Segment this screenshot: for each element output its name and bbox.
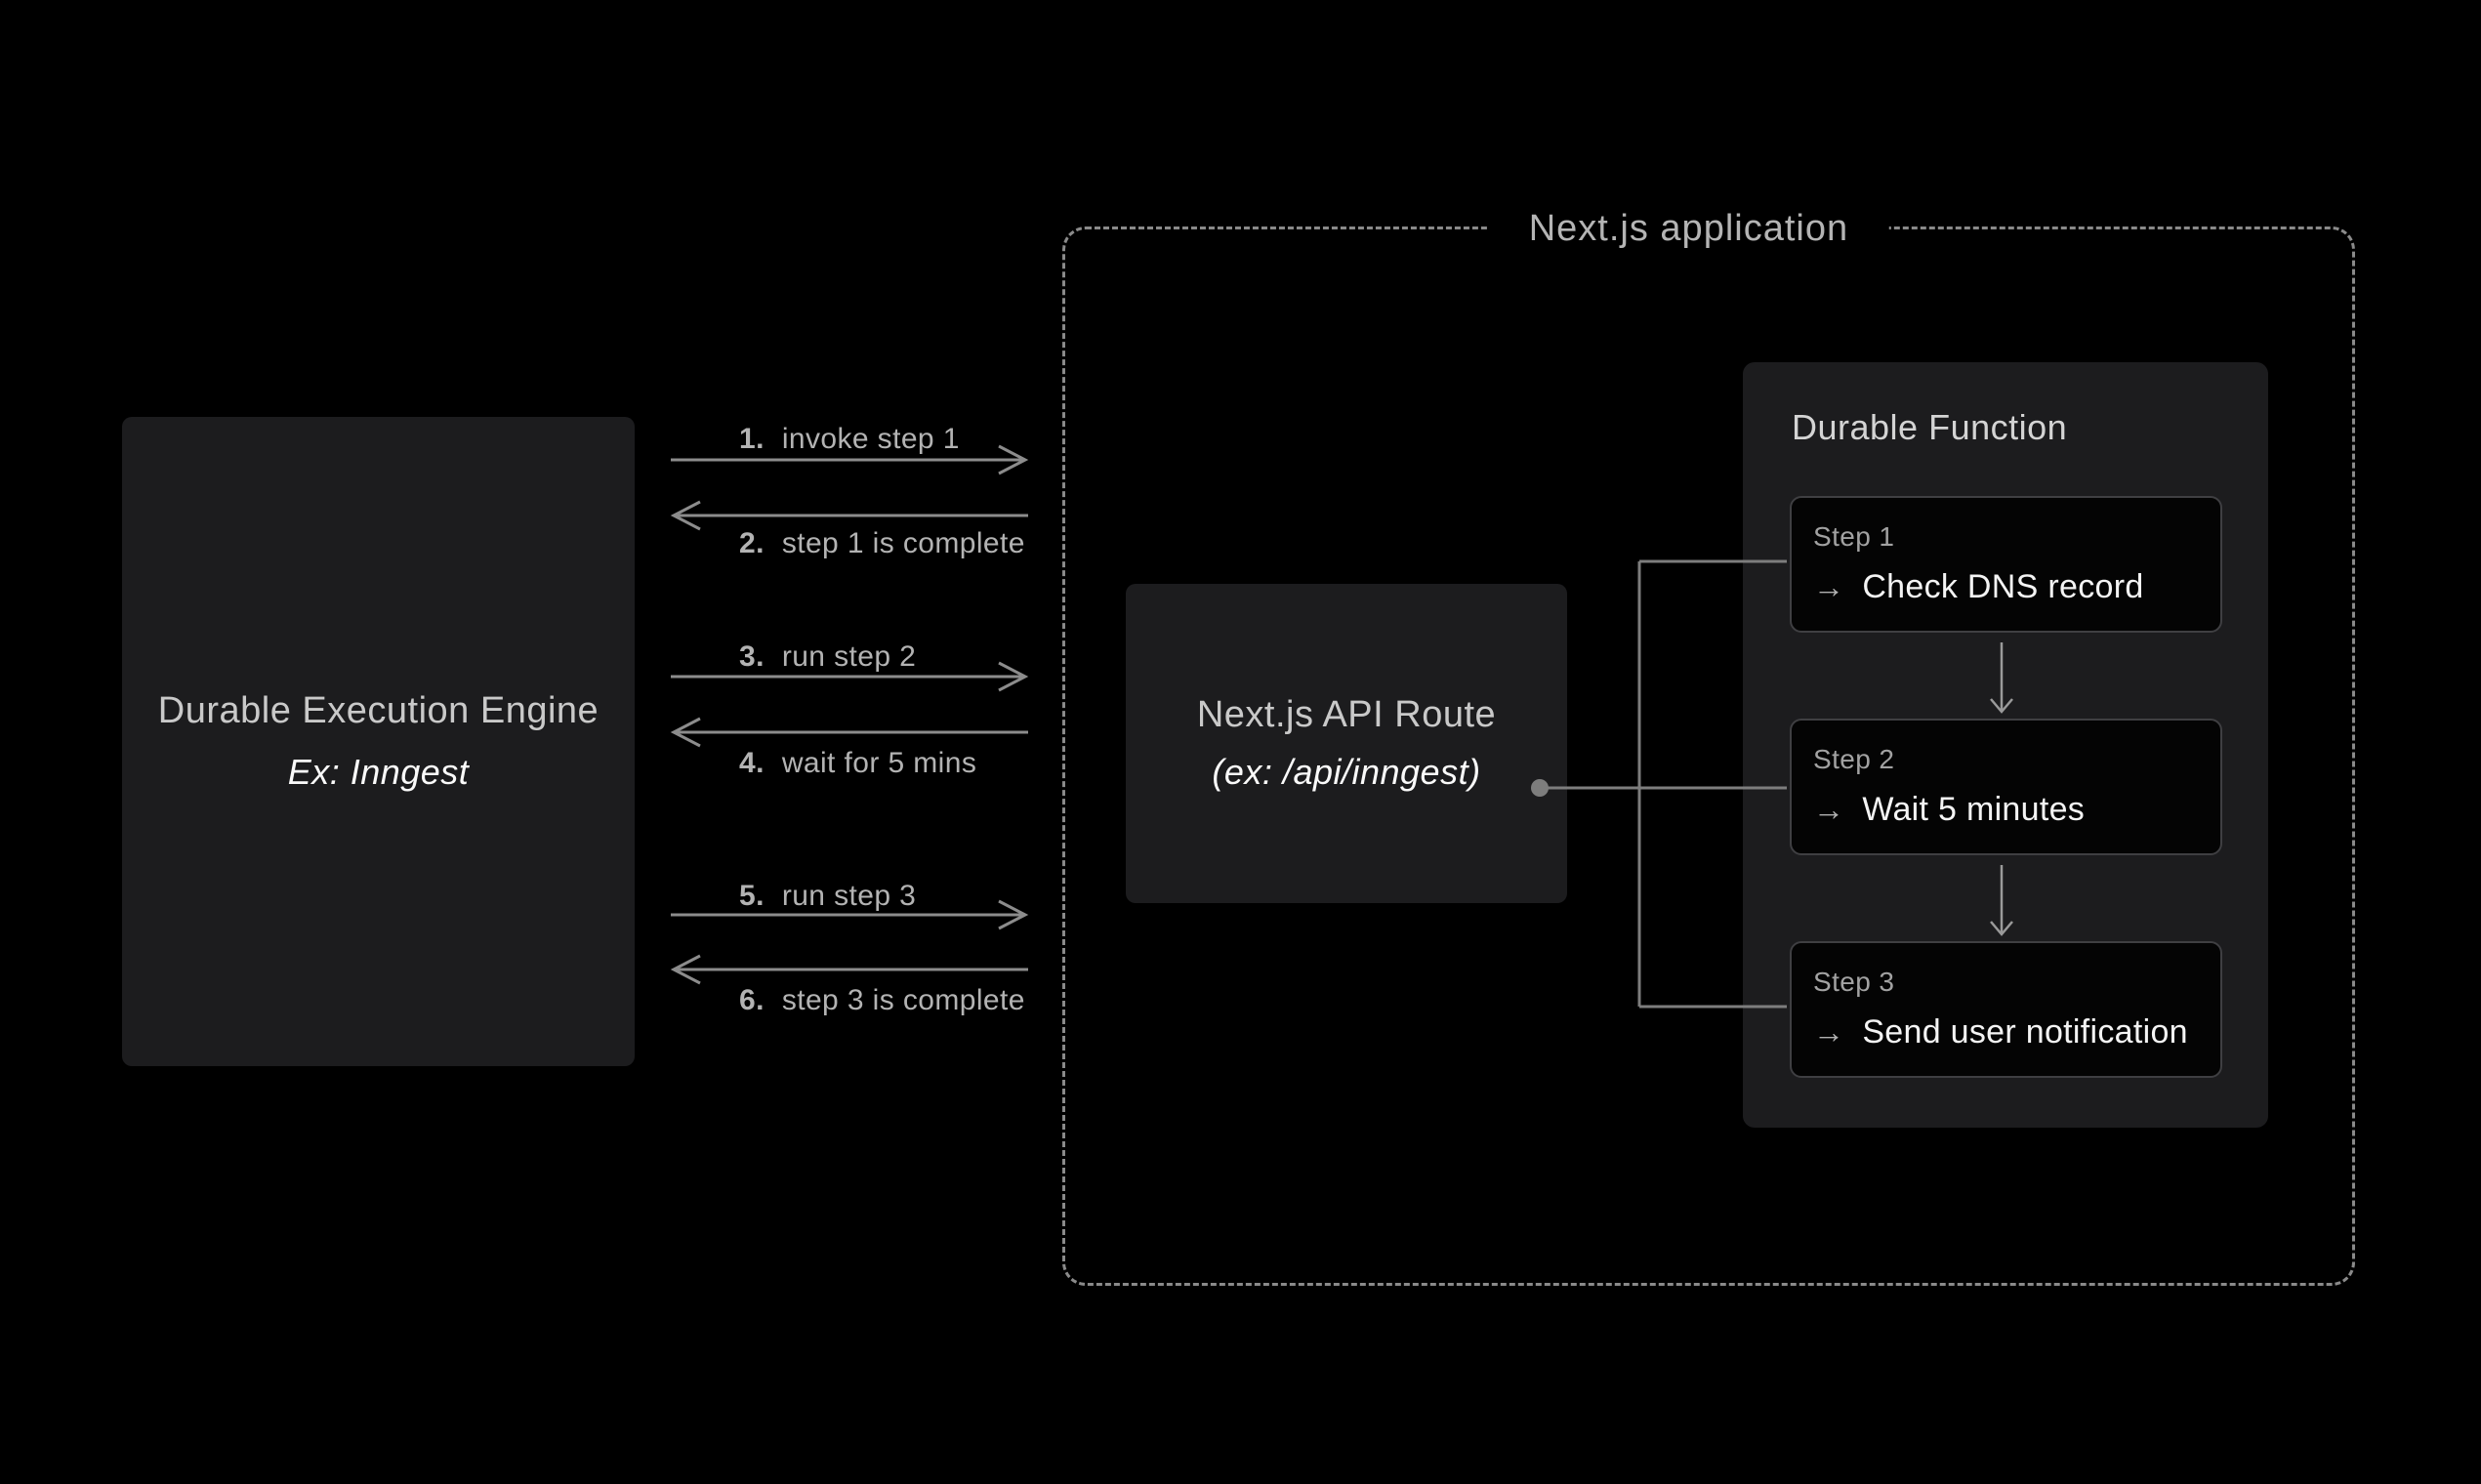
message-number: 6. — [739, 984, 765, 1016]
message-label-2: 2. step 1 is complete — [739, 526, 1025, 561]
step-card-3: Step 3 → Send user notification — [1790, 941, 2222, 1078]
api-route-subtitle: (ex: /api/inngest) — [1212, 752, 1481, 792]
api-route-title: Next.js API Route — [1196, 694, 1497, 735]
nextjs-application-container: Next.js application Next.js API Route (e… — [1062, 203, 2355, 1286]
step-card-2: Step 2 → Wait 5 minutes — [1790, 719, 2222, 855]
message-text: invoke step 1 — [781, 423, 960, 455]
nextjs-application-label: Next.js application — [1487, 203, 1890, 254]
message-label-6: 6. step 3 is complete — [739, 983, 1025, 1018]
message-label-4: 4. wait for 5 mins — [739, 746, 976, 781]
step-action-text: Check DNS record — [1862, 568, 2144, 605]
step-action: → Check DNS record — [1813, 568, 2144, 606]
step-action: → Send user notification — [1813, 1013, 2188, 1051]
step-arrow-icon: → — [1813, 792, 1845, 827]
step-action-text: Wait 5 minutes — [1862, 791, 2086, 828]
step-action: → Wait 5 minutes — [1813, 791, 2085, 829]
message-number: 4. — [739, 747, 765, 779]
message-label-5: 5. run step 3 — [739, 879, 916, 914]
step-label: Step 3 — [1813, 967, 1895, 997]
message-label-3: 3. run step 2 — [739, 639, 916, 675]
message-number: 3. — [739, 640, 765, 673]
step-card-1: Step 1 → Check DNS record — [1790, 496, 2222, 633]
durable-execution-engine-box: Durable Execution Engine Ex: Inngest — [122, 417, 635, 1066]
down-arrow-icon — [1990, 865, 2013, 936]
message-number: 1. — [739, 423, 765, 455]
engine-box-subtitle: Ex: Inngest — [287, 752, 470, 792]
nextjs-api-route-box: Next.js API Route (ex: /api/inngest) — [1126, 584, 1567, 903]
right-arrow-icon — [671, 444, 1029, 475]
message-text: run step 2 — [781, 640, 917, 673]
durable-function-panel: Durable Function Step 1 → Check DNS reco… — [1743, 362, 2268, 1128]
message-number: 5. — [739, 880, 765, 912]
message-text: wait for 5 mins — [781, 747, 977, 779]
message-label-1: 1. invoke step 1 — [739, 422, 960, 457]
message-text: step 3 is complete — [781, 984, 1025, 1016]
left-arrow-icon — [670, 954, 1028, 985]
left-arrow-icon — [670, 500, 1028, 531]
durable-function-title: Durable Function — [1792, 407, 2068, 447]
message-text: run step 3 — [781, 880, 917, 912]
step-arrow-icon: → — [1813, 569, 1845, 604]
step-label: Step 2 — [1813, 744, 1895, 774]
engine-box-title: Durable Execution Engine — [157, 690, 600, 731]
down-arrow-icon — [1990, 642, 2013, 714]
message-text: step 1 is complete — [781, 527, 1025, 559]
right-arrow-icon — [671, 899, 1029, 930]
step-arrow-icon: → — [1813, 1014, 1845, 1050]
message-number: 2. — [739, 527, 765, 559]
left-arrow-icon — [670, 717, 1028, 748]
step-label: Step 1 — [1813, 521, 1895, 552]
step-action-text: Send user notification — [1862, 1013, 2188, 1051]
right-arrow-icon — [671, 661, 1029, 692]
